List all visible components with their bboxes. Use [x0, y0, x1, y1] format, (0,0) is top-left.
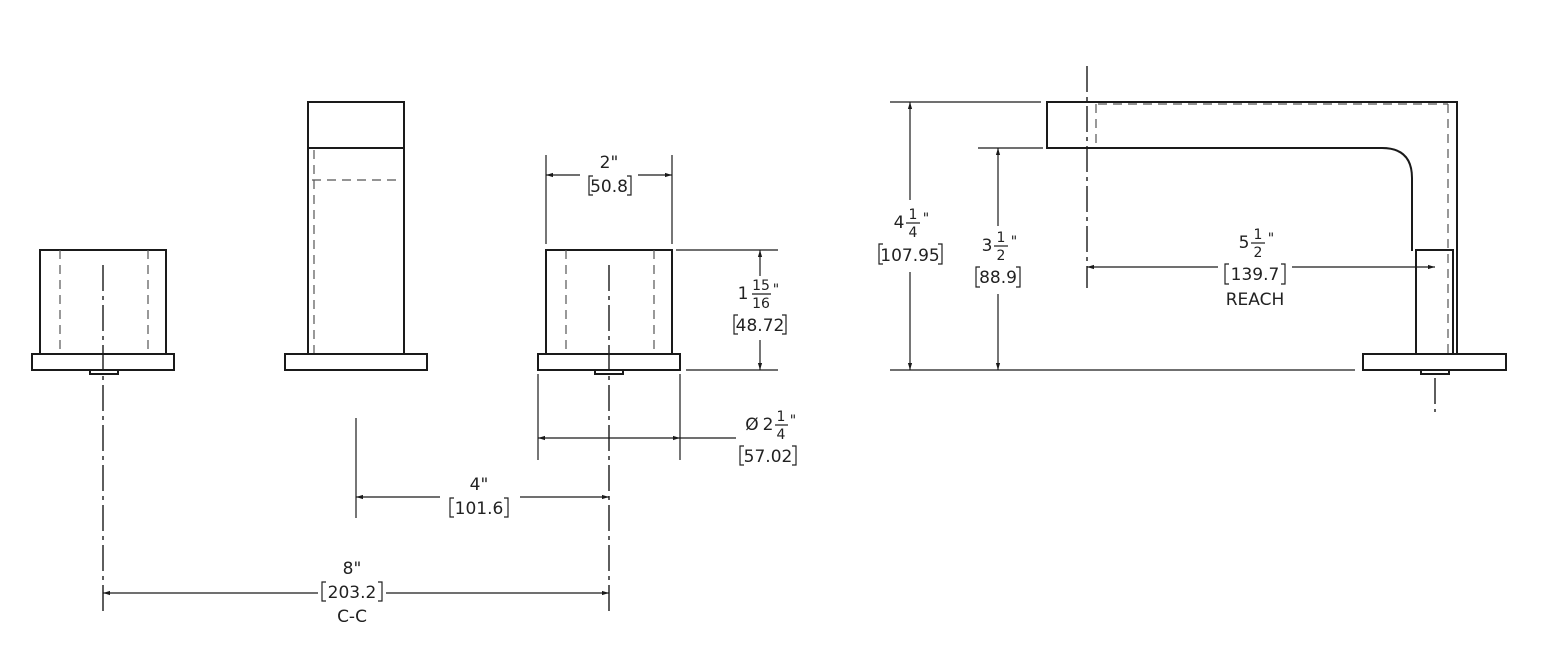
spout-height-numerator: 1: [997, 230, 1006, 246]
overall-height-unit: ": [923, 211, 929, 227]
center-to-center-imperial: 8": [343, 559, 362, 579]
diameter-denominator: 4: [777, 427, 786, 443]
diameter-symbol: Ø: [745, 415, 758, 435]
handle-height-unit: ": [773, 282, 779, 298]
handle-height-metric: 48.72: [736, 316, 785, 336]
spout-to-handle-imperial: 4": [470, 475, 489, 495]
overall-height-numerator: 1: [909, 207, 918, 223]
spout-to-handle-metric: 101.6: [455, 499, 504, 519]
dimension-handle-width: 2" 50.8: [545, 153, 673, 244]
handle-height-numerator: 15: [752, 278, 770, 294]
dimension-center-to-center: 8" 203.2 C-C: [103, 559, 609, 627]
reach-metric: 139.7: [1231, 265, 1280, 285]
reach-denominator: 2: [1254, 245, 1263, 261]
reach-numerator: 1: [1254, 227, 1263, 243]
center-to-center-metric: 203.2: [328, 583, 377, 603]
spout-height-whole: 3: [982, 236, 993, 256]
dimension-handle-height: 1 15 16 " 48.72: [676, 249, 787, 371]
spout-height-unit: ": [1011, 234, 1017, 250]
spout-side-view: [1046, 66, 1507, 412]
dimension-base-diameter: Ø 2 1 4 " 57.02: [537, 374, 797, 467]
spout-height-metric: 88.9: [979, 268, 1017, 288]
dimension-spout-to-handle: 4" 101.6: [356, 475, 609, 519]
spout-height-denominator: 2: [997, 248, 1006, 264]
reach-whole: 5: [1239, 233, 1250, 253]
overall-height-metric: 107.95: [880, 246, 939, 266]
left-handle-front-view: [31, 249, 175, 612]
diameter-whole: 2: [763, 415, 774, 435]
diameter-unit: ": [790, 413, 796, 429]
diameter-metric: 57.02: [744, 447, 793, 467]
handle-width-imperial: 2": [600, 153, 619, 173]
dimension-reach: 5 1 2 " 139.7 REACH: [1087, 227, 1435, 310]
center-to-center-note: C-C: [337, 607, 367, 627]
overall-height-whole: 4: [894, 213, 905, 233]
right-handle-front-view: [537, 249, 681, 612]
diameter-numerator: 1: [777, 409, 786, 425]
dimension-spout-height: 3 1 2 " 88.9: [975, 147, 1043, 370]
spout-front-view: [284, 101, 428, 518]
reach-note: REACH: [1226, 290, 1285, 310]
overall-height-denominator: 4: [909, 225, 918, 241]
handle-width-metric: 50.8: [590, 177, 628, 197]
reach-unit: ": [1268, 231, 1274, 247]
handle-height-whole: 1: [738, 284, 749, 304]
handle-height-denominator: 16: [752, 296, 770, 312]
dimension-overall-height: 4 1 4 " 107.95: [878, 101, 1355, 371]
